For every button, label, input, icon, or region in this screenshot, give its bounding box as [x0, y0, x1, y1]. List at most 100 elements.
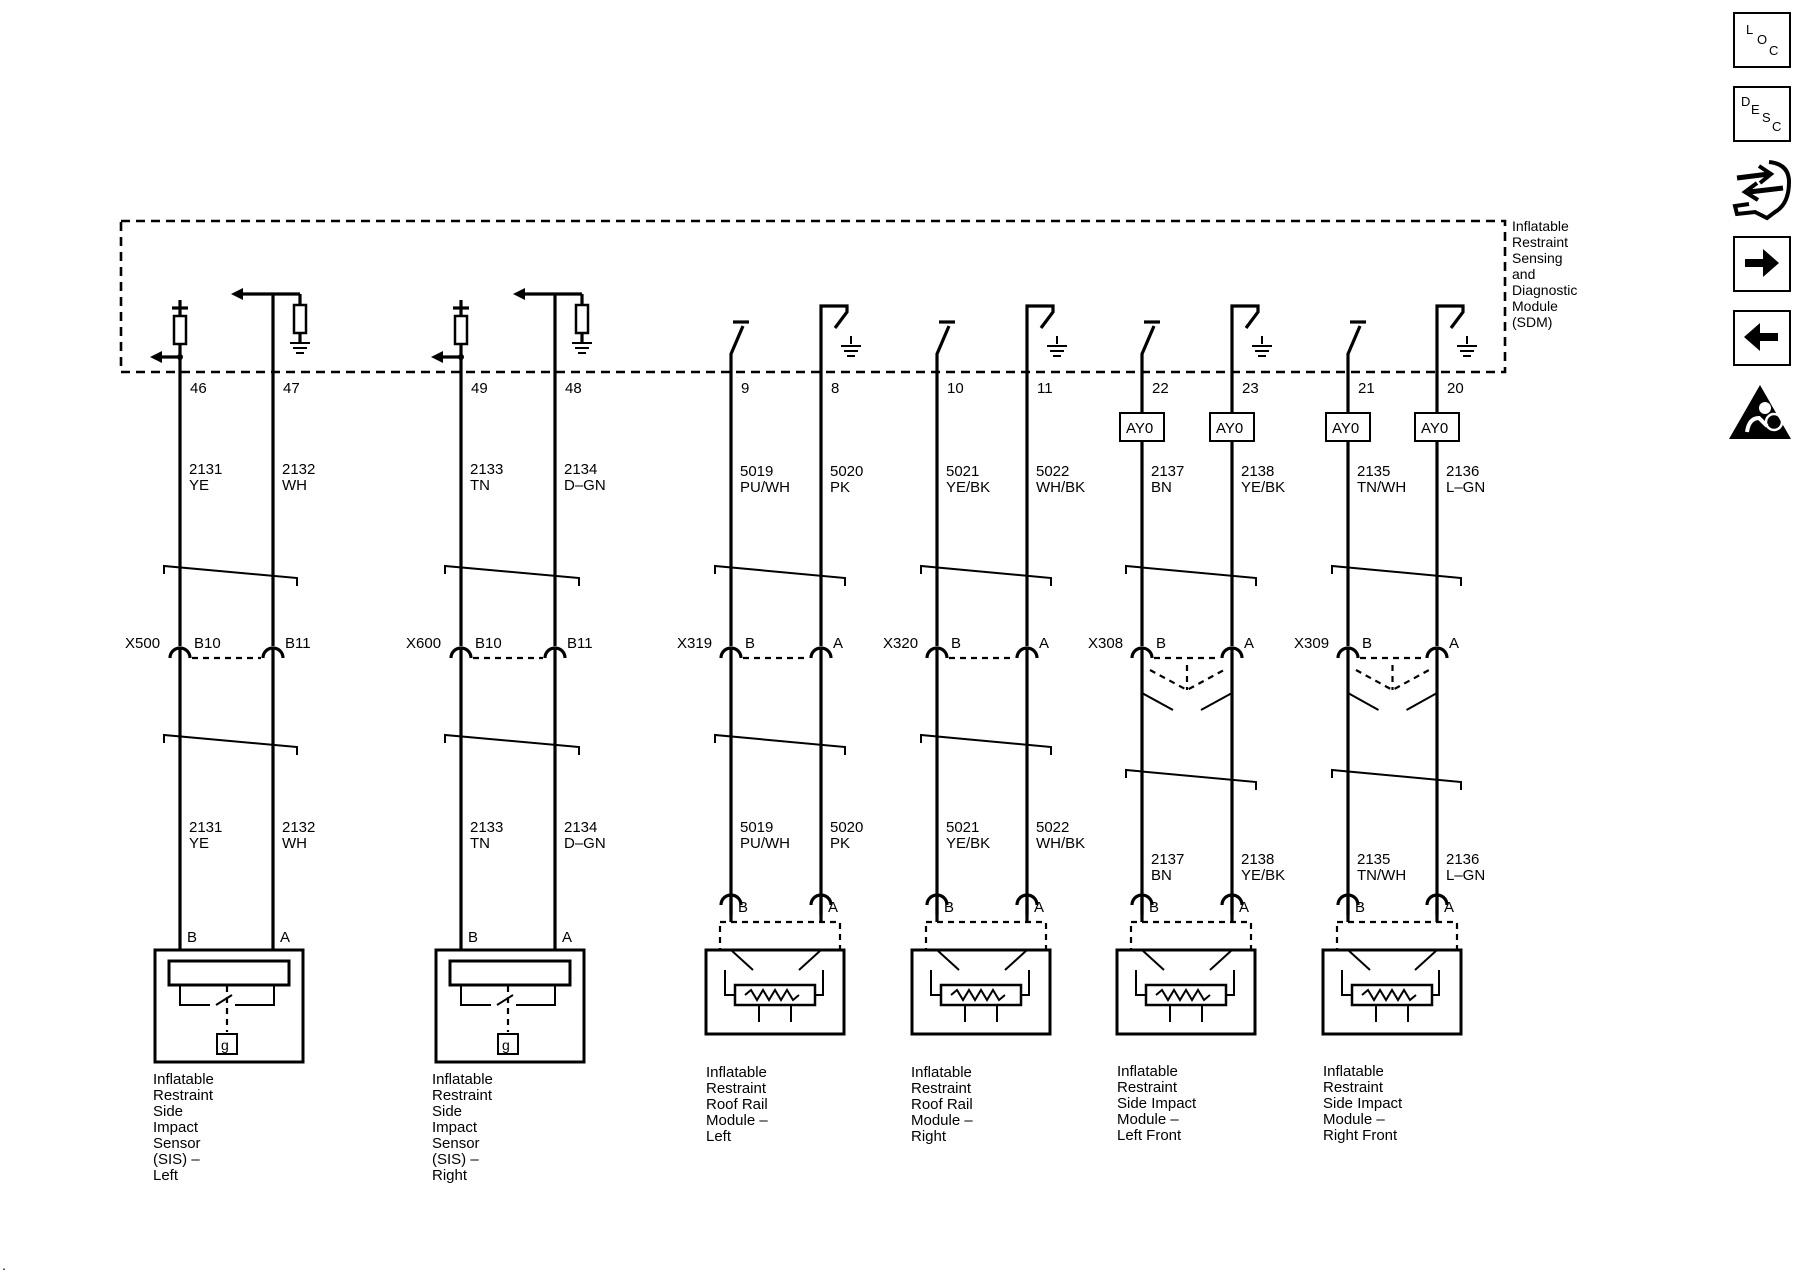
previous-page-button[interactable]	[1733, 310, 1791, 366]
shorting-bar-label: AY0	[1332, 420, 1359, 437]
device-label-line: Right Front	[1323, 1127, 1398, 1144]
sdm-module-boundary	[119, 219, 1507, 374]
airbag-warning-button[interactable]	[1727, 382, 1793, 442]
next-page-button[interactable]	[1733, 236, 1791, 292]
circuit-number: 2137	[1151, 463, 1184, 480]
device-label-line: Inflatable	[1117, 1063, 1178, 1080]
circuit-number: 5022	[1036, 819, 1069, 836]
circuit-number: 2134	[564, 461, 597, 478]
wrench-arrows-icon[interactable]	[1731, 152, 1793, 222]
device-label-line: Side Impact	[1117, 1095, 1197, 1112]
device-pin-label: A	[1239, 899, 1249, 916]
svg-text:L: L	[1746, 22, 1753, 37]
sis-sensor-element	[448, 959, 572, 987]
harness-break-mark	[1125, 564, 1257, 586]
shorting-clip-dashed	[1149, 665, 1225, 692]
device-label-line: Restraint	[706, 1080, 767, 1097]
svg-text:E: E	[1751, 102, 1760, 117]
squib-element	[1350, 983, 1434, 1007]
circuit-number: 5022	[1036, 463, 1069, 480]
wire-color: YE	[189, 835, 209, 852]
connector-cavity: B11	[567, 635, 593, 652]
squib-connections	[1341, 970, 1440, 996]
device-label-line: Module –	[706, 1112, 768, 1129]
module-shorting-bar	[1129, 920, 1253, 952]
connector-cavity: A	[1449, 635, 1459, 652]
circuit-number: 5021	[946, 819, 979, 836]
wire-color: TN/WH	[1357, 867, 1406, 884]
wire-color: TN/WH	[1357, 479, 1406, 496]
device-label-line: Inflatable	[1323, 1063, 1384, 1080]
loc-icon: L O C	[1746, 22, 1778, 58]
squib-resistor	[744, 988, 800, 1002]
device-label-line: Side	[153, 1103, 183, 1120]
wire-color: BN	[1151, 867, 1172, 884]
device-label-line: Module –	[1117, 1111, 1179, 1128]
device-label-line: Sensor	[432, 1135, 480, 1152]
sis-ground-box	[216, 1033, 238, 1055]
pin-number: 23	[1242, 380, 1259, 397]
wire-color: WH	[282, 835, 307, 852]
circuit-number: 5019	[740, 463, 773, 480]
desc-button[interactable]: D E S C	[1733, 86, 1791, 142]
pin-number: 20	[1447, 380, 1464, 397]
arrow-right-icon	[1745, 249, 1779, 277]
shorting-clip-dashed	[1355, 665, 1430, 692]
loc-button[interactable]: L O C	[1733, 12, 1791, 68]
device-label-line: Roof Rail	[911, 1096, 973, 1113]
circuit-number: 2137	[1151, 851, 1184, 868]
high-side-switch	[935, 325, 951, 372]
low-side-switch	[1435, 304, 1465, 372]
wire-color: PK	[830, 835, 850, 852]
svg-text:Module: Module	[1512, 298, 1558, 314]
circuit-number: 2132	[282, 819, 315, 836]
shorting-bar-box	[1119, 412, 1165, 442]
svg-text:(SDM): (SDM)	[1512, 314, 1552, 330]
connector-cavity: A	[1039, 635, 1049, 652]
low-side-switch	[1025, 304, 1055, 372]
harness-break-mark	[920, 733, 1052, 755]
module-leads	[1347, 949, 1438, 971]
squib-element	[1144, 983, 1228, 1007]
sis-ground-label: g	[502, 1037, 510, 1053]
module-leads	[730, 949, 822, 971]
device-label-line: Module –	[911, 1112, 973, 1129]
device-label-line: Inflatable	[432, 1071, 493, 1088]
svg-text:D: D	[1741, 94, 1750, 109]
arrow-left-icon	[1744, 323, 1778, 351]
desc-icon: D E S C	[1741, 94, 1781, 134]
harness-break-mark	[163, 733, 298, 755]
device-label-line: Inflatable	[153, 1071, 214, 1088]
circuit-number: 5021	[946, 463, 979, 480]
device-label-line: Side Impact	[1323, 1095, 1403, 1112]
squib-leads	[1169, 1005, 1203, 1022]
svg-text:Inflatable: Inflatable	[1512, 218, 1569, 234]
device-label-line: Right	[432, 1167, 468, 1184]
wire-color: TN	[470, 835, 490, 852]
device-pin-label: A	[1034, 899, 1044, 916]
sis-internal-circuit	[179, 985, 275, 1006]
sis-ground-label: g	[221, 1037, 229, 1053]
circuit-number: 5020	[830, 819, 863, 836]
arrow-head	[150, 351, 162, 363]
connector-cavity: B	[1362, 635, 1372, 652]
wire-color: WH/BK	[1036, 835, 1085, 852]
module-shorting-bar	[718, 920, 842, 952]
harness-break-mark	[163, 564, 298, 586]
device-label-line: Right	[911, 1128, 947, 1145]
wire-color: YE/BK	[1241, 479, 1285, 496]
wire-color: PU/WH	[740, 479, 790, 496]
pin-number: 47	[283, 380, 300, 397]
connector-cavity: A	[833, 635, 843, 652]
sdm-internal-circuitry	[150, 288, 1477, 372]
circuit-number: 2136	[1446, 851, 1479, 868]
wire-color: D–GN	[564, 477, 606, 494]
device-pin-label: B	[187, 929, 197, 946]
arrow-head	[231, 288, 243, 300]
squib-leads	[964, 1005, 998, 1022]
wire-color: PK	[830, 479, 850, 496]
device-label-line: Restraint	[1323, 1079, 1384, 1096]
wire-color: L–GN	[1446, 479, 1485, 496]
squib-resistor	[950, 988, 1006, 1002]
